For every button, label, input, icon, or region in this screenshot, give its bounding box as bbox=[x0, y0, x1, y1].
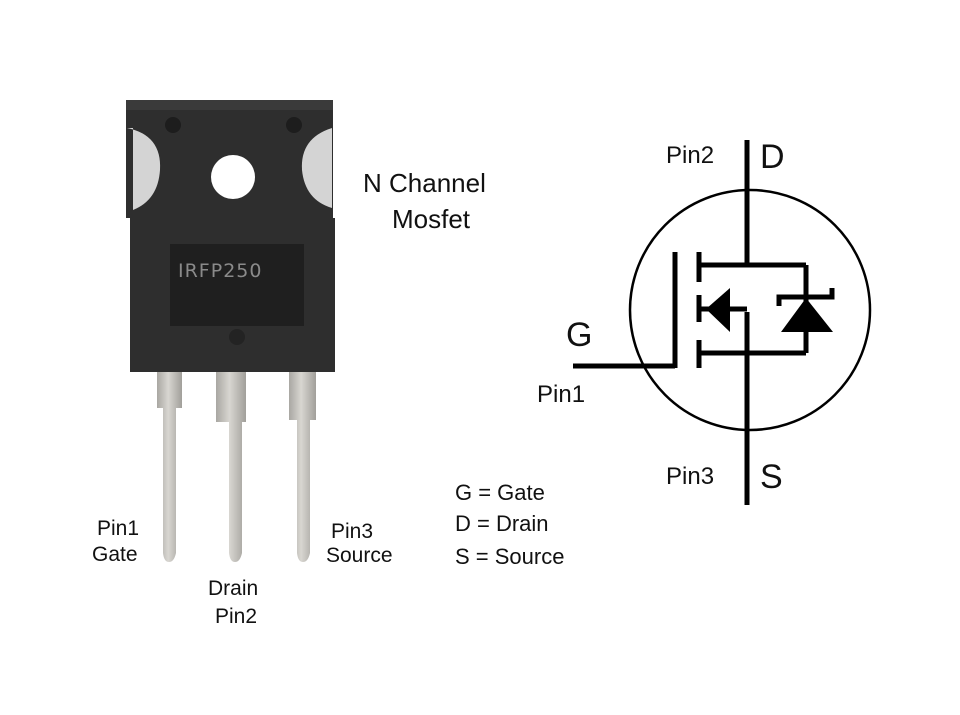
legend-source: S = Source bbox=[455, 544, 565, 569]
zener-cathode bbox=[776, 288, 835, 306]
diode-triangle bbox=[781, 298, 833, 332]
sch-drain-letter: D bbox=[760, 138, 785, 176]
pkg-source-label: Source bbox=[326, 544, 393, 567]
pkg-gate-label: Gate bbox=[92, 543, 138, 566]
title-line1: N Channel bbox=[363, 168, 486, 198]
sch-source-letter: S bbox=[760, 458, 783, 496]
lead-pin3 bbox=[289, 368, 316, 562]
pkg-pin2-label: Pin2 bbox=[215, 605, 258, 628]
lead-pin1 bbox=[157, 368, 182, 562]
sch-source-pin: Pin3 bbox=[666, 463, 715, 490]
part-number: IRFP250 bbox=[178, 260, 263, 282]
lead-pin2 bbox=[216, 368, 246, 562]
pkg-drain-label: Drain bbox=[208, 577, 259, 600]
marking-plate bbox=[170, 244, 304, 326]
sch-drain-pin: Pin2 bbox=[666, 142, 715, 169]
sch-gate-letter: G bbox=[566, 316, 593, 354]
mounting-hole bbox=[211, 155, 255, 199]
pkg-pin3-label: Pin3 bbox=[331, 520, 374, 543]
sch-gate-pin: Pin1 bbox=[537, 381, 586, 408]
pkg-pin1-label: Pin1 bbox=[97, 517, 140, 540]
symbol-circle bbox=[628, 188, 872, 432]
title-line2: Mosfet bbox=[392, 204, 471, 234]
channel-arrow bbox=[706, 288, 730, 332]
legend-gate: G = Gate bbox=[455, 480, 545, 505]
legend-drain: D = Drain bbox=[455, 511, 549, 536]
